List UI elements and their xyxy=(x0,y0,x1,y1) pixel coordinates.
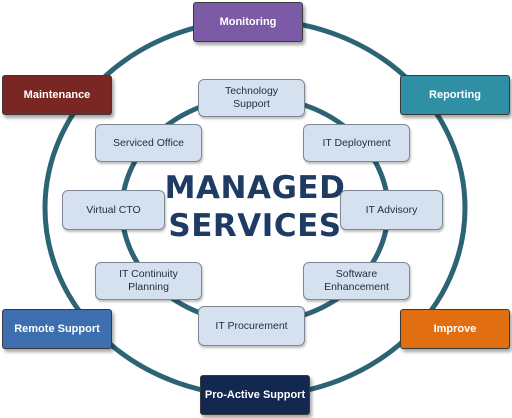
node-maintenance: Maintenance xyxy=(2,75,112,115)
node-monitoring: Monitoring xyxy=(193,2,303,42)
node-software-enhancement: Software Enhancement xyxy=(303,262,410,300)
diagram-title-line2: SERVICES xyxy=(168,208,342,244)
node-reporting: Reporting xyxy=(400,75,510,115)
node-virtual-cto: Virtual CTO xyxy=(62,190,165,230)
node-it-continuity-planning: IT Continuity Planning xyxy=(95,262,202,300)
node-it-deployment: IT Deployment xyxy=(303,124,410,162)
node-remote-support: Remote Support xyxy=(2,309,112,349)
node-technology-support: Technology Support xyxy=(198,79,305,117)
diagram-title-line1: MANAGED xyxy=(164,170,346,206)
node-it-advisory: IT Advisory xyxy=(340,190,443,230)
node-improve: Improve xyxy=(400,309,510,349)
node-serviced-office: Serviced Office xyxy=(95,124,202,162)
node-pro-active-support: Pro-Active Support xyxy=(200,375,310,415)
node-it-procurement: IT Procurement xyxy=(198,306,305,346)
